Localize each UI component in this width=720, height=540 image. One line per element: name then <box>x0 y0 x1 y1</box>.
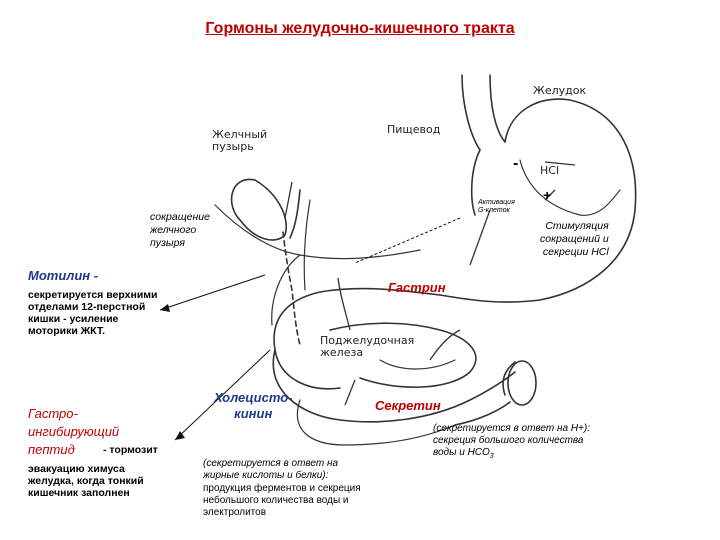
hormone-motilin: Мотилин - <box>28 268 99 283</box>
hormone-gip: Гастро- ингибирующий пептид <box>28 406 120 457</box>
hormone-gastrin: Гастрин <box>388 280 446 295</box>
cck-description: продукция ферментов и секреция небольшог… <box>203 483 361 518</box>
secretin-description: (секретируется в ответ на H+): секреция … <box>433 423 590 463</box>
hormone-secretin: Секретин <box>375 398 441 413</box>
motilin-description: секретируется верхними отделами 12-перст… <box>28 289 158 337</box>
label-gallbladder: Желчный пузырь <box>212 128 268 153</box>
label-hcl: HCl <box>540 164 560 177</box>
page-title: Гормоны желудочно-кишечного тракта <box>205 20 515 37</box>
label-g-cell-activation: Активация G-клеток <box>478 199 515 214</box>
cck-trigger: (секретируется в ответ на жирные кислоты… <box>203 458 339 481</box>
label-minus: - <box>513 155 519 172</box>
note-gallbladder-contraction: сокращение желчного пузыря <box>150 211 210 249</box>
label-esophagus: Пищевод <box>387 123 441 136</box>
secretin-description-sub: 3 <box>489 453 494 460</box>
note-hcl-stimulation: Стимуляция сокращений и секреции HCl <box>540 220 609 258</box>
hormone-cholecystokinin: Холецисто- кинин <box>214 390 293 421</box>
label-stomach: Желудок <box>533 84 587 97</box>
gip-description-tail: - тормозит <box>103 444 158 456</box>
gip-description: эвакуацию химуса желудка, когда тонкий к… <box>28 463 144 499</box>
label-pancreas: Поджелудочная железа <box>320 334 415 359</box>
label-plus: + <box>543 187 552 203</box>
secretin-description-text: (секретируется в ответ на H+): секреция … <box>433 423 590 458</box>
